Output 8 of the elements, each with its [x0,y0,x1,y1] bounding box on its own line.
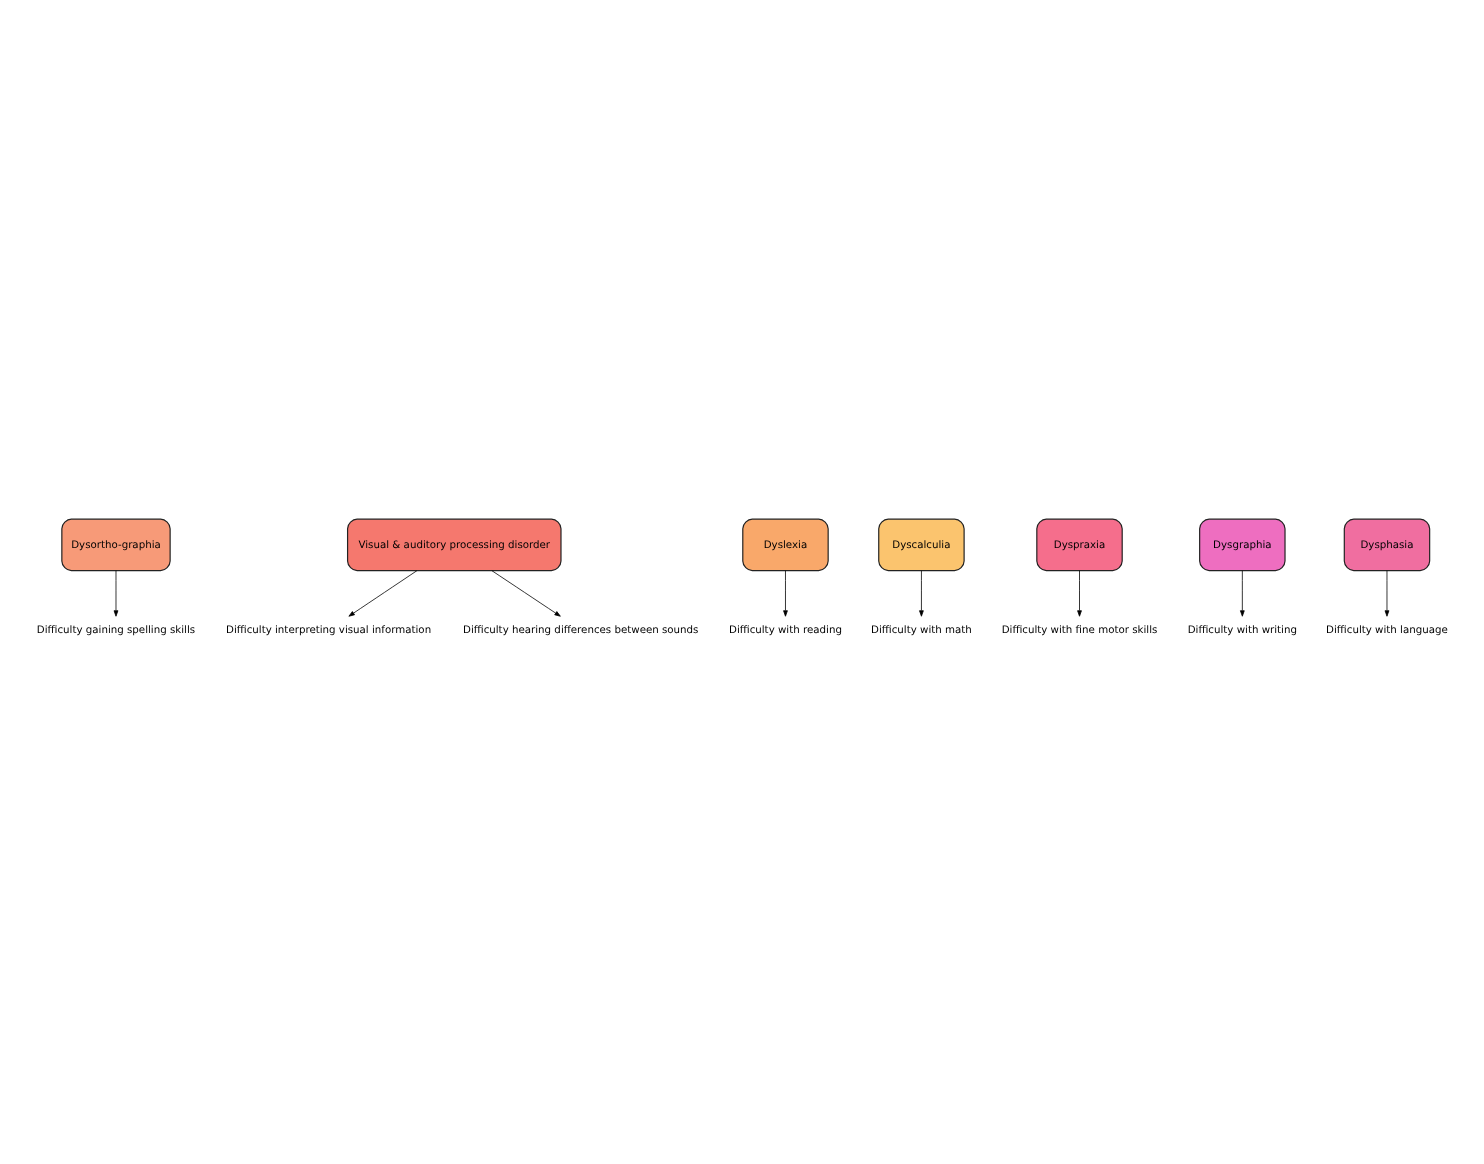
arrow [1240,570,1245,617]
arrow [783,570,788,617]
arrow [919,570,924,617]
arrow [1384,570,1390,617]
arrow [1077,570,1082,617]
arrow [491,570,561,617]
arrow [348,570,418,617]
arrow [113,570,119,617]
